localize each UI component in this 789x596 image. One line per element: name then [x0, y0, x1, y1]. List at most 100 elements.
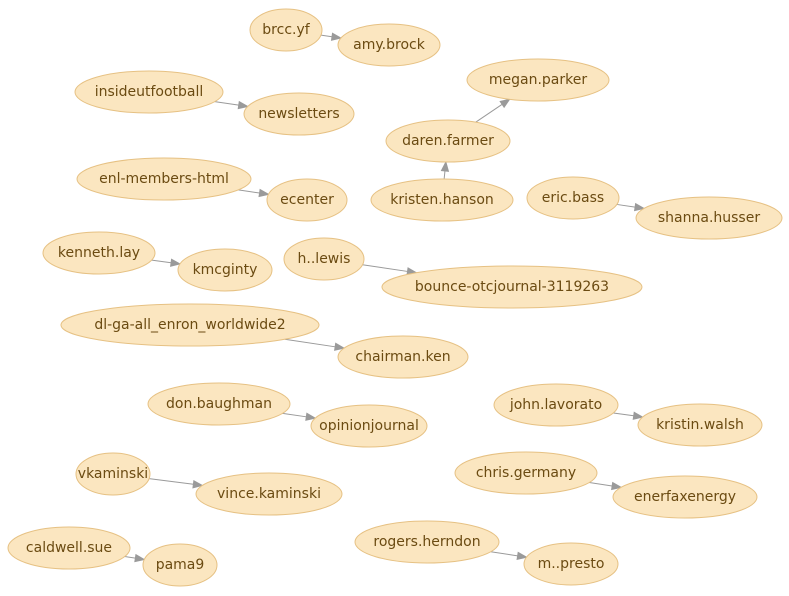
node-daren[interactable]: daren.farmer [385, 119, 511, 163]
node-ellipse [76, 157, 252, 201]
node-shanna[interactable]: shanna.husser [635, 196, 783, 240]
node-amy[interactable]: amy.brock [337, 23, 441, 67]
node-kenlay[interactable]: kenneth.lay [42, 231, 156, 275]
node-ellipse [243, 92, 355, 136]
node-chrisg[interactable]: chris.germany [454, 451, 598, 495]
edge-vkam-to-vincek [149, 478, 204, 489]
node-ellipse [370, 178, 514, 222]
node-ellipse [493, 383, 619, 427]
node-ecenter[interactable]: ecenter [266, 178, 348, 222]
nodes-layer: brcc.yf amy.brock insideutfootball newslett… [7, 8, 783, 587]
node-dlga[interactable]: dl-ga-all_enron_worldwide2 [60, 303, 320, 347]
node-kristinw[interactable]: kristin.walsh [637, 403, 763, 447]
node-ellipse [526, 176, 620, 220]
node-ellipse [249, 8, 323, 52]
node-newsletters[interactable]: newsletters [243, 92, 355, 136]
node-label: opinionjournal [319, 418, 419, 434]
node-label: amy.brock [353, 37, 426, 53]
edge-hlewis-to-bounce [362, 264, 418, 276]
node-ellipse [42, 231, 156, 275]
edge-donb-to-opinion [282, 412, 317, 421]
node-ellipse [381, 265, 643, 309]
edge-arrowhead [632, 411, 645, 420]
node-label: vince.kaminski [217, 486, 321, 502]
node-hlewis[interactable]: h..lewis [283, 237, 365, 281]
node-label: kristen.hanson [390, 192, 494, 208]
node-label: m..presto [538, 556, 605, 572]
node-ellipse [74, 70, 224, 114]
edge-arrowhead [440, 160, 450, 172]
node-ellipse [635, 196, 783, 240]
node-label: daren.farmer [402, 133, 494, 149]
node-label: kristin.walsh [656, 417, 744, 433]
edge-line [589, 482, 613, 487]
edge-line [362, 264, 408, 272]
edge-line [475, 103, 503, 123]
node-ellipse [337, 335, 469, 379]
edge-arrowhead [334, 342, 346, 351]
node-kmcginty[interactable]: kmcginty [177, 248, 273, 292]
edge-arrowhead [611, 481, 623, 491]
node-mpresto[interactable]: m..presto [523, 542, 619, 586]
node-insideut[interactable]: insideutfootball [74, 70, 224, 114]
node-enerfax[interactable]: enerfaxenergy [612, 475, 758, 519]
node-chairman[interactable]: chairman.ken [337, 335, 469, 379]
node-label: newsletters [258, 106, 339, 122]
node-label: vkaminski [78, 466, 148, 482]
edge-line [124, 556, 136, 559]
node-megan[interactable]: megan.parker [466, 58, 610, 102]
node-label: chris.germany [476, 465, 576, 481]
edge-arrowhead [170, 258, 182, 267]
node-ellipse [612, 475, 758, 519]
edge-kenlay-to-kmcginty [151, 258, 182, 267]
node-label: chairman.ken [355, 349, 450, 365]
node-enl[interactable]: enl-members-html [76, 157, 252, 201]
edge-daren-to-megan [475, 98, 511, 123]
edge-arrowhead [330, 32, 343, 41]
node-label: kenneth.lay [58, 245, 140, 261]
node-vkam[interactable]: vkaminski [75, 452, 151, 496]
edge-arrowhead [305, 412, 317, 421]
node-opinion[interactable]: opinionjournal [310, 404, 428, 448]
node-ellipse [310, 404, 428, 448]
node-rogers[interactable]: rogers.herndon [354, 520, 500, 564]
edge-enl-to-ecenter [238, 188, 270, 198]
edge-johnl-to-kristinw [613, 411, 645, 420]
node-label: dl-ga-all_enron_worldwide2 [94, 317, 285, 333]
node-ellipse [385, 119, 511, 163]
node-ericbass[interactable]: eric.bass [526, 176, 620, 220]
edge-kristenh-to-daren [440, 160, 450, 180]
node-label: caldwell.sue [26, 540, 112, 556]
edge-caldwell-to-pama9 [124, 553, 146, 563]
node-ellipse [454, 451, 598, 495]
edge-dlga-to-chairman [284, 338, 346, 351]
node-label: megan.parker [489, 72, 587, 88]
node-bounce[interactable]: bounce-otcjournal-3119263 [381, 265, 643, 309]
node-donb[interactable]: don.baughman [147, 382, 291, 426]
node-ellipse [637, 403, 763, 447]
node-kristenh[interactable]: kristen.hanson [370, 178, 514, 222]
node-vincek[interactable]: vince.kaminski [195, 472, 343, 516]
edge-line [282, 412, 307, 418]
edge-line [284, 338, 336, 348]
edge-arrowhead [633, 202, 646, 212]
node-caldwell[interactable]: caldwell.sue [7, 526, 131, 570]
node-ellipse [75, 452, 151, 496]
node-ellipse [147, 382, 291, 426]
edge-line [238, 189, 260, 194]
node-johnl[interactable]: john.lavorato [493, 383, 619, 427]
node-label: enerfaxenergy [634, 489, 736, 505]
edge-arrowhead [192, 480, 204, 489]
node-label: ecenter [280, 192, 334, 208]
node-ellipse [283, 237, 365, 281]
node-ellipse [337, 23, 441, 67]
node-ellipse [354, 520, 500, 564]
node-brcc[interactable]: brcc.yf [249, 8, 323, 52]
node-label: eric.bass [542, 190, 604, 206]
node-pama9[interactable]: pama9 [142, 543, 218, 587]
node-ellipse [523, 542, 619, 586]
node-label: insideutfootball [95, 84, 204, 100]
edge-chrisg-to-enerfax [589, 481, 623, 491]
edge-arrowhead [258, 188, 270, 198]
